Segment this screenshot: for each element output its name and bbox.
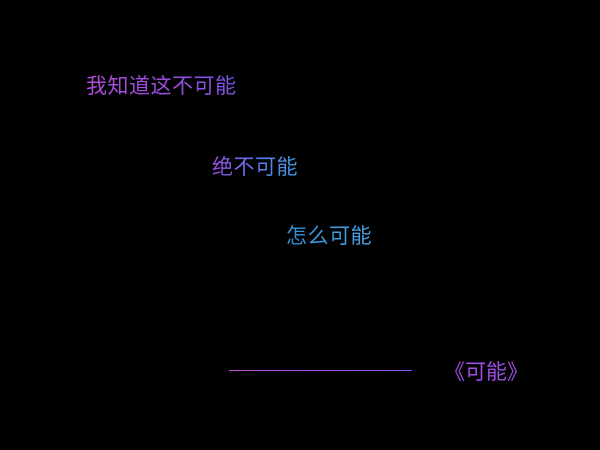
divider-line	[229, 370, 412, 371]
lyric-line-3: 怎么可能	[286, 224, 372, 248]
lyric-line-1: 我知道这不可能	[86, 74, 237, 98]
lyric-line-2: 绝不可能	[212, 155, 298, 179]
song-title: 《可能》	[444, 360, 528, 384]
